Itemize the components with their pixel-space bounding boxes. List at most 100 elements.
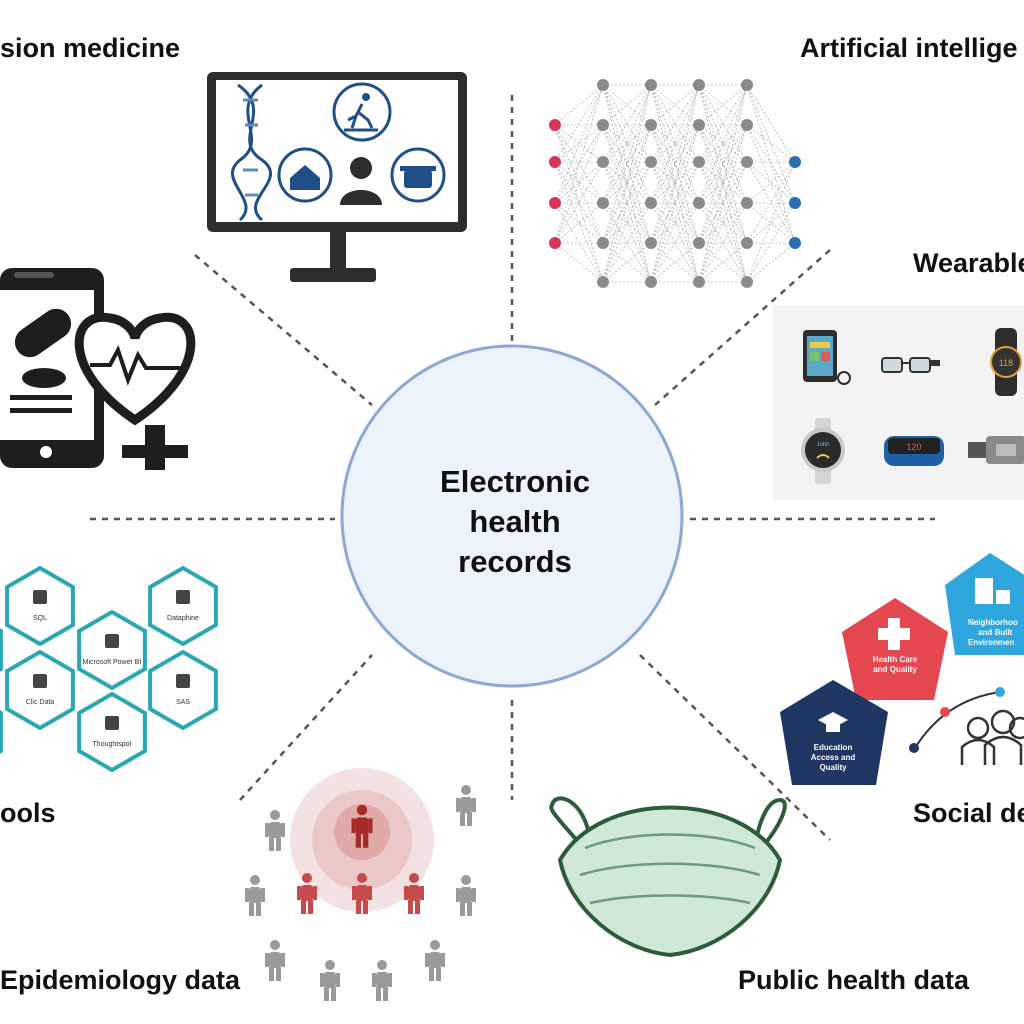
center-title: Electronic health records [345,462,685,582]
nn-node [693,79,705,91]
medical-cross-icon [878,618,910,650]
person-icon [372,960,392,1001]
nn-node [597,197,609,209]
nn-node [741,119,753,131]
neighborhood-pentagon: Neighborhoo and Built Environmen [945,553,1024,655]
tool-logo-icon [105,634,119,648]
nn-node [645,79,657,91]
nn-node [645,119,657,131]
center-title-line2: health [469,504,561,539]
person-icon [320,960,340,1001]
nn-node [693,119,705,131]
hex-sas: SAS [148,649,218,731]
dna-icon [231,83,272,222]
hex-sql: SQL [5,565,75,647]
nn-node [789,156,801,168]
nn-node [549,197,561,209]
education-label-3: Quality [819,763,847,772]
health-care-label-1: Health Care [873,655,918,664]
connector-public-health-right [639,654,831,841]
neighborhood-label-2: and Built [978,628,1013,637]
education-pentagon: Education Access and Quality [780,680,888,785]
nn-node [645,197,657,209]
connector-precision-medicine [194,254,373,406]
building-icon [975,578,993,604]
cooking-pot-icon [390,147,446,203]
nn-node [741,79,753,91]
nn-node [549,237,561,249]
fitness-band-icon: 120 [884,436,944,466]
hex-power-bi: Microsoft Power BI [77,609,147,691]
nn-node [789,197,801,209]
tool-label: Clic Data [26,699,55,706]
connector-wearables [654,249,831,406]
nn-node [597,119,609,131]
center-title-line1: Electronic [440,464,590,499]
tool-logo-icon [33,674,47,688]
education-label-2: Access and [811,753,856,762]
nn-node [693,197,705,209]
hex-edge-2 [0,710,3,754]
pill-icon [14,308,72,388]
plus-icon [122,425,188,470]
neighborhood-label-1: Neighborhoo [968,618,1018,627]
label-precision-medicine: sion medicine [0,33,181,63]
nn-node [789,237,801,249]
hex-clicdata: Clic Data [5,649,75,731]
person-icon [425,940,445,981]
tool-label: SAS [176,699,190,706]
tool-logo-icon [176,674,190,688]
nn-node [645,237,657,249]
band-reading: 120 [906,442,921,452]
label-tools: ools [0,798,56,828]
watch-name: John [816,442,829,448]
nn-connections [554,84,796,283]
nn-node [597,237,609,249]
graduation-cap-icon [818,712,848,728]
center-title-line3: records [458,544,572,579]
smartwatch-icon: 118 [990,328,1022,396]
smartphone-icon [803,330,851,385]
nn-node [693,276,705,288]
nn-node [597,79,609,91]
nn-node [741,276,753,288]
nn-node [741,197,753,209]
person-icon [265,810,285,851]
nn-node [693,156,705,168]
nn-node [693,237,705,249]
tool-label: Thoughtspot [93,741,132,748]
person-icon [456,875,476,916]
person-icon [265,940,285,981]
person-icon [404,873,424,914]
person-icon [297,873,317,914]
round-watch-icon: John [801,418,845,484]
person-icon [352,873,372,914]
label-epidemiology: Epidemiology data [0,965,241,995]
hex-edge-1 [0,628,3,672]
hex-thoughtspot: Thoughtspot [77,691,147,773]
smart-glasses-icon [881,357,940,373]
tool-label: SQL [33,615,47,622]
nn-node [597,276,609,288]
tool-label: Microsoft Power BI [83,659,142,666]
house-icon [277,147,333,203]
label-wearables: Wearable [913,248,1024,278]
nn-node [645,156,657,168]
label-public-health: Public health data [738,965,970,995]
nn-node [549,119,561,131]
watch-reading: 118 [999,358,1013,368]
tool-logo-icon [105,716,119,730]
community-icon [909,687,1024,765]
running-icon [332,82,392,142]
neighborhood-label-3: Environmen [968,638,1014,647]
connector-epidemiology [239,654,373,801]
hex-dataphine: Dataphine [148,565,218,647]
